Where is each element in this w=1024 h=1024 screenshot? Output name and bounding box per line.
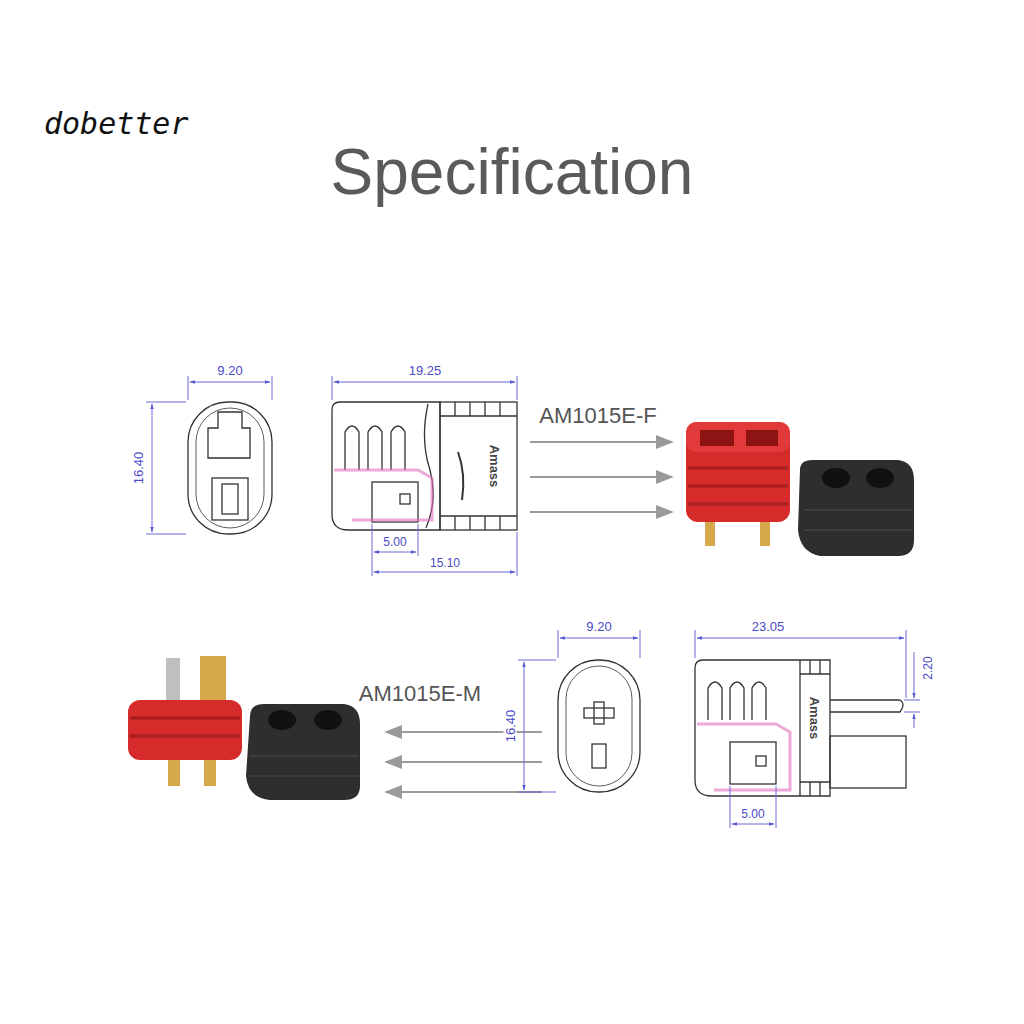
dimension: 5.00 xyxy=(739,808,766,820)
watermark: dobetter xyxy=(44,109,189,139)
dimension: 16.40 xyxy=(132,450,145,487)
dimension: 23.05 xyxy=(750,620,787,633)
brand-mark: Amass xyxy=(488,445,501,488)
part-number: AM1015E-M xyxy=(359,683,481,705)
dimension: 2.20 xyxy=(922,654,934,681)
dimension: 5.00 xyxy=(381,536,408,548)
dimension: 15.10 xyxy=(428,557,462,569)
page-title: Specification xyxy=(331,140,694,204)
brand-mark: Amass xyxy=(808,697,821,740)
part-number: AM1015E-F xyxy=(539,405,656,427)
dimension: 19.25 xyxy=(407,364,444,377)
dimension: 16.40 xyxy=(504,708,517,745)
dimension: 9.20 xyxy=(215,364,244,377)
dimension: 9.20 xyxy=(584,620,613,633)
